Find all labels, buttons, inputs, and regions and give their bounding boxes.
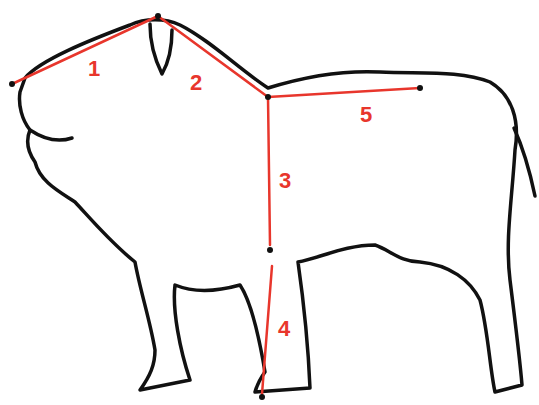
measure-line <box>262 266 272 394</box>
measure-point <box>9 81 15 87</box>
measure-line <box>268 97 270 245</box>
measure-point <box>155 13 161 19</box>
measure-point <box>259 394 265 400</box>
measure-points <box>9 13 423 400</box>
ear <box>150 24 172 74</box>
tail <box>514 128 535 196</box>
measure-line <box>158 16 268 97</box>
callout-number: 3 <box>279 170 291 192</box>
measure-line <box>12 16 158 84</box>
mouth <box>30 130 72 140</box>
measure-point <box>267 247 273 253</box>
measure-lines <box>12 16 420 394</box>
callout-number: 1 <box>88 58 100 80</box>
dog-outline <box>19 20 535 392</box>
callout-number: 2 <box>190 72 202 94</box>
measure-point <box>265 94 271 100</box>
measure-line <box>268 88 420 97</box>
callout-number: 5 <box>360 104 372 126</box>
measure-point <box>417 85 423 91</box>
callout-number: 4 <box>278 318 290 340</box>
